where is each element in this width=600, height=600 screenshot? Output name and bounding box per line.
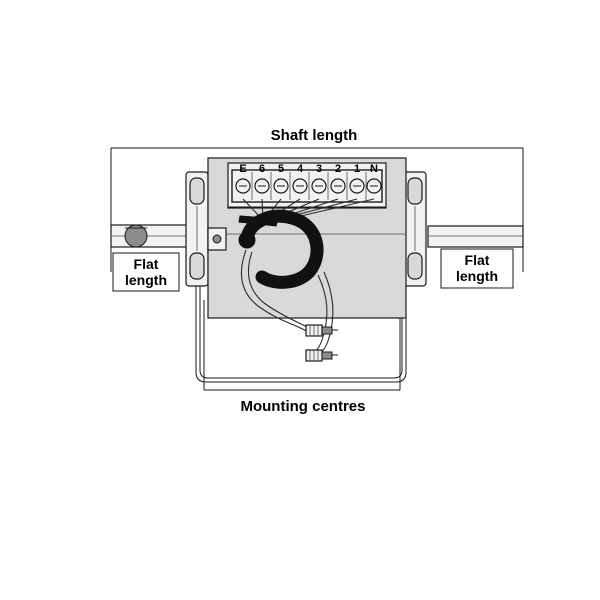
right-flat-label-line2: length [456,268,498,284]
right-flat-length-callout: Flat length [440,248,514,289]
terminal-label-2: 5 [278,163,284,175]
terminal-separators [251,172,367,200]
terminal-block [227,162,387,209]
mounting-centres-label: Mounting centres [240,398,365,415]
shaft-length-label: Shaft length [271,127,358,144]
right-flat-label-line1: Flat [465,252,490,268]
right-mounting-bracket [403,171,427,287]
mounting-centres-dimension [195,250,407,391]
terminal-labels: E 6 5 4 3 2 1 N [239,163,378,175]
shaft-length-dimension [110,147,524,272]
terminal-label-3: 4 [297,163,304,175]
terminal-label-0: E [239,163,246,175]
terminal-label-6: 1 [354,163,360,175]
terminal-label-1: 6 [259,163,265,175]
terminal-label-4: 3 [316,163,322,175]
terminal-label-5: 2 [335,163,341,175]
left-flat-label-line2: length [125,272,167,288]
left-mounting-bracket [185,171,209,287]
left-flat-label-line1: Flat [134,256,159,272]
cable-sheath [238,209,324,289]
spade-connector-upper [305,324,338,337]
terminal-screws [235,178,382,194]
terminal-label-7: N [370,163,378,175]
spade-connector-lower [305,349,338,362]
left-shaft [110,224,198,248]
left-flat-length-callout: Flat length [112,252,180,292]
right-shaft [427,225,524,248]
